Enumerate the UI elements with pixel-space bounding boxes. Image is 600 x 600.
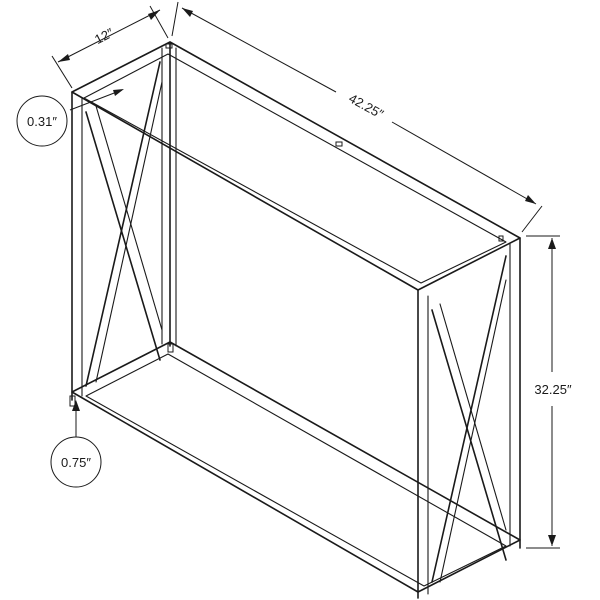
tube-callout-arrow	[113, 89, 124, 96]
tube-callout-circle	[16, 95, 68, 147]
foot-pad	[69, 395, 76, 407]
width-extension-left	[171, 1, 179, 37]
foot-callout-arrow	[72, 400, 80, 411]
width-arrow-left	[182, 8, 193, 17]
foot-callout: 0.75″	[50, 436, 102, 488]
foot-pad-back	[167, 343, 174, 353]
depth-extension-left	[51, 55, 73, 89]
bottom-frame-outer	[71, 341, 521, 593]
bottom-frame-inner	[85, 353, 507, 587]
glass-clip-back-left	[165, 43, 173, 49]
width-label: 42.25″	[346, 91, 386, 122]
tube-callout: 0.31″	[16, 95, 68, 147]
right-x-brace-1a	[431, 309, 507, 561]
foot-callout-label: 0.75″	[61, 455, 91, 470]
left-x-brace-2b	[95, 81, 163, 383]
dimension-lines	[51, 1, 560, 549]
depth-dimension-line	[57, 9, 161, 63]
glass-clip-middle	[335, 141, 343, 147]
right-x-brace-2b	[439, 279, 507, 583]
width-dimension-line-b	[391, 121, 537, 205]
left-x-brace-1a	[85, 111, 161, 361]
depth-arrow-right	[148, 10, 160, 20]
table-frame	[69, 41, 521, 599]
depth-label: 12″	[92, 25, 116, 47]
width-extension-right	[521, 205, 543, 233]
depth-arrow-left	[58, 54, 70, 62]
width-arrow-right	[525, 195, 536, 204]
glass-clip-right	[498, 235, 504, 242]
tube-callout-leader	[69, 89, 123, 111]
tube-callout-label: 0.31″	[27, 114, 57, 129]
left-x-brace-2a	[85, 61, 161, 387]
depth-extension-right	[149, 5, 169, 39]
right-x-brace-2a	[431, 255, 507, 583]
height-arrow-top	[548, 238, 556, 249]
foot-callout-circle	[50, 436, 102, 488]
height-label: 32.25″	[534, 382, 572, 397]
right-x-brace-1b	[439, 303, 507, 531]
width-dimension-line-a	[181, 7, 337, 93]
left-x-brace-1b	[95, 105, 163, 331]
height-arrow-bottom	[548, 535, 556, 546]
top-frame-inner	[83, 53, 507, 284]
